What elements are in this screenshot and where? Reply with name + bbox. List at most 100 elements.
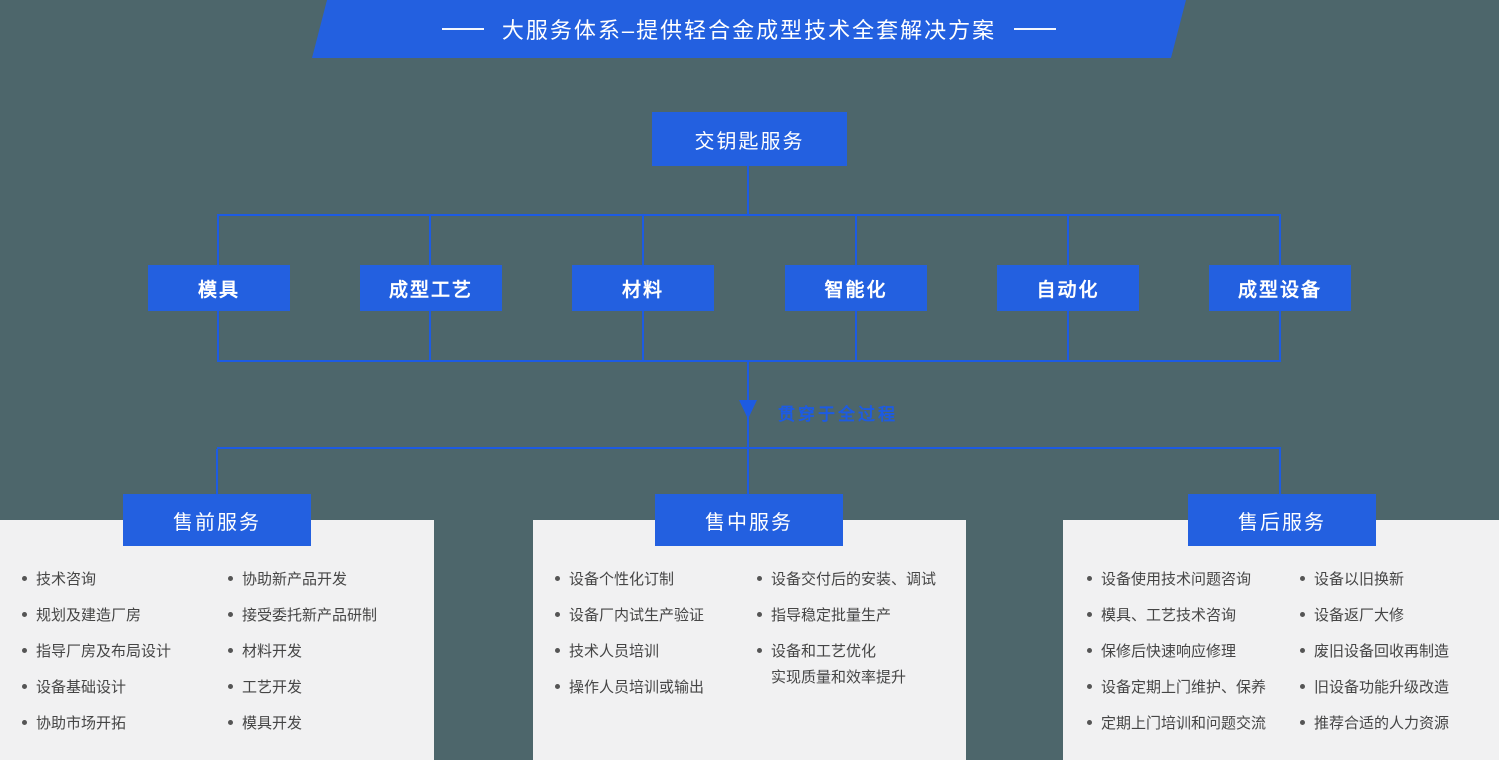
bullet-icon bbox=[555, 575, 560, 581]
list-item: 协助市场开拓 bbox=[22, 714, 171, 732]
list-item-continuation: 实现质量和效率提升 bbox=[771, 669, 907, 686]
banner-title: 大服务体系–提供轻合金成型技术全套解决方案 bbox=[501, 18, 997, 43]
node-material: 材料 bbox=[572, 265, 714, 311]
bullet-icon bbox=[228, 647, 233, 653]
list-item: 设备定期上门维护、保养 bbox=[1087, 678, 1267, 696]
list-item-label: 模具、工艺技术咨询 bbox=[1101, 606, 1237, 624]
list-item: 设备使用技术问题咨询 bbox=[1087, 570, 1266, 588]
bullet-icon bbox=[1300, 611, 1305, 617]
list-item: 指导稳定批量生产 bbox=[757, 606, 936, 624]
list-item: 协助新产品开发 bbox=[228, 570, 377, 588]
list-item: 工艺开发 bbox=[228, 678, 377, 696]
list-item-label: 指导厂房及布局设计 bbox=[36, 642, 172, 660]
list-item-label: 设备使用技术问题咨询 bbox=[1101, 570, 1252, 588]
node-turnkey-service: 交钥匙服务 bbox=[652, 112, 847, 166]
insale-column-1: 设备个性化订制 设备厂内试生产验证 技术人员培训 操作人员培训或输出 bbox=[555, 570, 704, 714]
insale-column-2: 设备交付后的安装、调试 指导稳定批量生产 设备和工艺优化 实现质量和效率提升 bbox=[757, 570, 936, 702]
list-item-label: 模具开发 bbox=[242, 714, 303, 732]
bullet-icon bbox=[1087, 719, 1092, 725]
bullet-icon bbox=[1087, 683, 1092, 689]
presale-column-1: 技术咨询 规划及建造厂房 指导厂房及布局设计 设备基础设计 协助市场开拓 bbox=[22, 570, 171, 750]
list-item-label: 协助新产品开发 bbox=[242, 570, 348, 588]
list-item-label: 规划及建造厂房 bbox=[36, 606, 142, 624]
dash-left-icon bbox=[441, 28, 484, 30]
bullet-icon bbox=[22, 611, 27, 617]
list-item-label: 设备以旧换新 bbox=[1314, 570, 1405, 588]
list-item-label: 协助市场开拓 bbox=[36, 714, 127, 732]
list-item: 规划及建造厂房 bbox=[22, 606, 171, 624]
header-presale: 售前服务 bbox=[123, 494, 311, 546]
list-item-label: 设备基础设计 bbox=[36, 678, 127, 696]
list-item: 技术人员培训 bbox=[555, 642, 704, 660]
list-item-label: 接受委托新产品研制 bbox=[242, 606, 378, 624]
list-item-label: 保修后快速响应修理 bbox=[1101, 642, 1237, 660]
list-item-label: 设备个性化订制 bbox=[569, 570, 675, 588]
connector-rail-sections bbox=[217, 447, 1281, 449]
connector-aftersale-drop bbox=[1279, 449, 1281, 494]
bullet-icon bbox=[1300, 683, 1305, 689]
list-item-label: 技术人员培训 bbox=[569, 642, 660, 660]
node-forming-equipment: 成型设备 bbox=[1209, 265, 1351, 311]
list-item-label: 旧设备功能升级改造 bbox=[1314, 678, 1450, 696]
list-item: 技术咨询 bbox=[22, 570, 171, 588]
list-item-label: 工艺开发 bbox=[242, 678, 303, 696]
arrow-down-icon bbox=[739, 400, 757, 419]
header-insale: 售中服务 bbox=[655, 494, 843, 546]
list-item: 设备返厂大修 bbox=[1300, 606, 1449, 624]
list-item-label: 定期上门培训和问题交流 bbox=[1101, 714, 1267, 732]
insale-panel: 设备个性化订制 设备厂内试生产验证 技术人员培训 操作人员培训或输出 设备交付后… bbox=[533, 520, 966, 760]
list-item: 设备个性化订制 bbox=[555, 570, 704, 588]
bullet-icon bbox=[1087, 647, 1092, 653]
connector-rail-bottom bbox=[217, 360, 1281, 362]
list-item: 设备基础设计 bbox=[22, 678, 171, 696]
list-item: 定期上门培训和问题交流 bbox=[1087, 714, 1267, 732]
bullet-icon bbox=[228, 575, 233, 581]
list-item: 接受委托新产品研制 bbox=[228, 606, 378, 624]
bullet-icon bbox=[228, 683, 233, 689]
list-item: 保修后快速响应修理 bbox=[1087, 642, 1266, 660]
bullet-icon bbox=[757, 647, 762, 653]
list-item-label: 材料开发 bbox=[242, 642, 303, 660]
list-item: 推荐合适的人力资源 bbox=[1300, 714, 1450, 732]
list-item-label: 指导稳定批量生产 bbox=[771, 606, 892, 624]
list-item: 指导厂房及布局设计 bbox=[22, 642, 172, 660]
aftersale-column-1: 设备使用技术问题咨询 模具、工艺技术咨询 保修后快速响应修理 设备定期上门维护、… bbox=[1087, 570, 1266, 750]
dash-right-icon bbox=[1014, 28, 1057, 30]
bullet-icon bbox=[22, 719, 27, 725]
bullet-icon bbox=[22, 683, 27, 689]
node-intelligent: 智能化 bbox=[785, 265, 927, 311]
bullet-icon bbox=[757, 611, 762, 617]
bullet-icon bbox=[22, 647, 27, 653]
bullet-icon bbox=[555, 647, 560, 653]
connector-insale-drop bbox=[747, 449, 749, 494]
connector-presale-drop bbox=[216, 449, 218, 494]
list-item: 废旧设备回收再制造 bbox=[1300, 642, 1450, 660]
list-item-label: 设备返厂大修 bbox=[1314, 606, 1405, 624]
list-item-label: 推荐合适的人力资源 bbox=[1314, 714, 1450, 732]
node-automation: 自动化 bbox=[997, 265, 1139, 311]
bullet-icon bbox=[555, 611, 560, 617]
list-item-label: 设备厂内试生产验证 bbox=[569, 606, 705, 624]
connector-rail-top bbox=[217, 214, 1281, 216]
bullet-icon bbox=[22, 575, 27, 581]
list-item-label: 废旧设备回收再制造 bbox=[1314, 642, 1450, 660]
list-item-label: 技术咨询 bbox=[36, 570, 97, 588]
banner: 大服务体系–提供轻合金成型技术全套解决方案 bbox=[312, 0, 1186, 58]
list-item: 模具、工艺技术咨询 bbox=[1087, 606, 1266, 624]
aftersale-column-2: 设备以旧换新 设备返厂大修 废旧设备回收再制造 旧设备功能升级改造 推荐合适的人… bbox=[1300, 570, 1449, 750]
bullet-icon bbox=[1300, 719, 1305, 725]
header-aftersale: 售后服务 bbox=[1188, 494, 1376, 546]
list-item: 材料开发 bbox=[228, 642, 377, 660]
list-item: 设备交付后的安装、调试 bbox=[757, 570, 936, 588]
aftersale-panel: 设备使用技术问题咨询 模具、工艺技术咨询 保修后快速响应修理 设备定期上门维护、… bbox=[1063, 520, 1499, 760]
node-mold: 模具 bbox=[148, 265, 290, 311]
bullet-icon bbox=[228, 611, 233, 617]
list-item: 旧设备功能升级改造 bbox=[1300, 678, 1450, 696]
presale-panel: 技术咨询 规划及建造厂房 指导厂房及布局设计 设备基础设计 协助市场开拓 协助新… bbox=[0, 520, 434, 760]
list-item-label: 设备定期上门维护、保养 bbox=[1101, 678, 1267, 696]
bullet-icon bbox=[757, 575, 762, 581]
list-item: 设备厂内试生产验证 bbox=[555, 606, 705, 624]
flow-label: 贯穿于全过程 bbox=[778, 405, 898, 424]
bullet-icon bbox=[1087, 611, 1092, 617]
